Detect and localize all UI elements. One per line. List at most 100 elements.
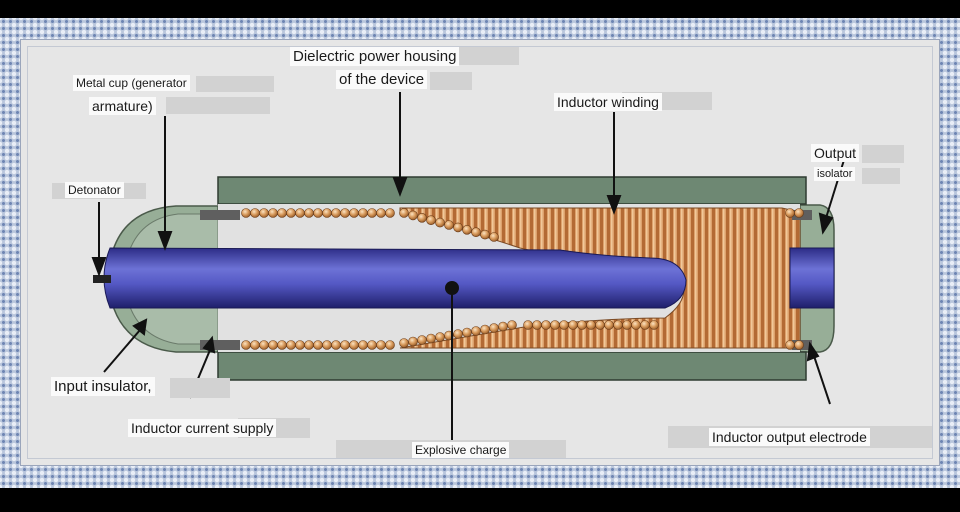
winding-bead [367, 340, 377, 350]
winding-bead [399, 208, 409, 218]
winding-bead [541, 320, 551, 330]
winding-bead [286, 208, 296, 218]
winding-bead [586, 320, 596, 330]
label-inductor-winding: Inductor winding [554, 93, 662, 111]
winding-bead [358, 208, 368, 218]
winding-bead [277, 208, 287, 218]
winding-bead [304, 340, 314, 350]
placeholder-box [430, 72, 472, 90]
winding-bead [385, 208, 395, 218]
winding-bead [340, 340, 350, 350]
winding-bead [489, 232, 499, 242]
detonator [93, 275, 111, 283]
winding-bead [640, 320, 650, 330]
winding-bead [268, 208, 278, 218]
winding-bead [435, 217, 445, 228]
winding-bead [785, 340, 795, 350]
winding-bead [480, 229, 490, 240]
winding-bead [259, 208, 269, 218]
winding-bead [550, 320, 560, 330]
winding-bead [304, 208, 314, 218]
label-metal-cup-line2: armature) [89, 97, 156, 115]
winding-bead [649, 320, 659, 330]
winding-bead [349, 340, 359, 350]
winding-bead [453, 329, 463, 339]
winding-bead [471, 326, 481, 336]
winding-bead [417, 213, 427, 223]
winding-bead [794, 208, 804, 218]
winding-bead [444, 220, 454, 230]
armature-rod [103, 247, 687, 309]
winding-bead [498, 321, 508, 332]
winding-bead [295, 340, 305, 350]
winding-bead [241, 340, 251, 350]
winding-bead [331, 340, 341, 350]
winding-bead [480, 324, 490, 335]
winding-bead [568, 320, 578, 330]
winding-bead [435, 332, 445, 342]
winding-bead [794, 340, 804, 350]
supply-strip-bottom [200, 340, 240, 350]
winding-bead [268, 340, 278, 350]
winding-bead [462, 327, 472, 338]
label-detonator: Detonator [65, 182, 124, 198]
winding-bead [604, 320, 614, 330]
winding-bead [523, 320, 533, 330]
winding-beads-top [241, 208, 804, 242]
winding-bead [376, 208, 386, 218]
winding-bead [259, 340, 269, 350]
housing-top [217, 176, 807, 205]
winding-bead [453, 222, 463, 233]
winding-bead [622, 320, 632, 330]
winding-bead [250, 208, 260, 218]
winding-bead [358, 340, 368, 350]
winding-bead [367, 208, 377, 218]
winding-bead [408, 210, 418, 221]
housing-bottom [217, 351, 807, 381]
winding-bead [613, 320, 623, 330]
winding-bead [471, 227, 481, 237]
supply-strip-top [200, 210, 240, 220]
winding-bead [313, 340, 323, 350]
winding-bead [340, 208, 350, 218]
winding-bead [349, 208, 359, 218]
winding-bead [489, 323, 499, 333]
winding-bead [385, 340, 395, 350]
panel-border [27, 46, 933, 459]
label-metal-cup-line1: Metal cup (generator [73, 75, 190, 91]
placeholder-box [862, 145, 904, 163]
winding-bead [417, 335, 427, 345]
winding-bead [631, 320, 641, 330]
winding-bead [785, 208, 795, 218]
winding-bead [507, 320, 517, 330]
placeholder-box [170, 378, 230, 398]
placeholder-box [196, 76, 274, 92]
output-electrode-rod [789, 247, 835, 309]
winding-bead [426, 215, 436, 225]
winding-bead [462, 225, 472, 235]
winding-bead [250, 340, 260, 350]
placeholder-box [166, 97, 270, 114]
winding-bead [408, 336, 418, 347]
winding-bead [286, 340, 296, 350]
winding-beads-bottom [241, 320, 804, 350]
label-output-line1: Output [811, 144, 860, 162]
winding-bead [595, 320, 605, 330]
label-housing-line1: Dielectric power housing [290, 47, 460, 66]
winding-bead [277, 340, 287, 350]
winding-bead [313, 208, 323, 218]
winding-bead [399, 338, 409, 348]
winding-bead [559, 320, 569, 330]
label-inductor-output-electrode: Inductor output electrode [709, 428, 870, 446]
label-output-line2: isolator [814, 167, 856, 181]
winding-bead [322, 340, 332, 350]
winding-bead [577, 320, 587, 330]
placeholder-box [862, 168, 900, 184]
winding-bead [532, 320, 542, 330]
winding-bead [426, 333, 436, 344]
pointer-input-insulator [103, 329, 141, 373]
winding-bead [376, 340, 386, 350]
placeholder-box [442, 47, 519, 65]
label-input-insulator: Input insulator, [51, 377, 155, 396]
